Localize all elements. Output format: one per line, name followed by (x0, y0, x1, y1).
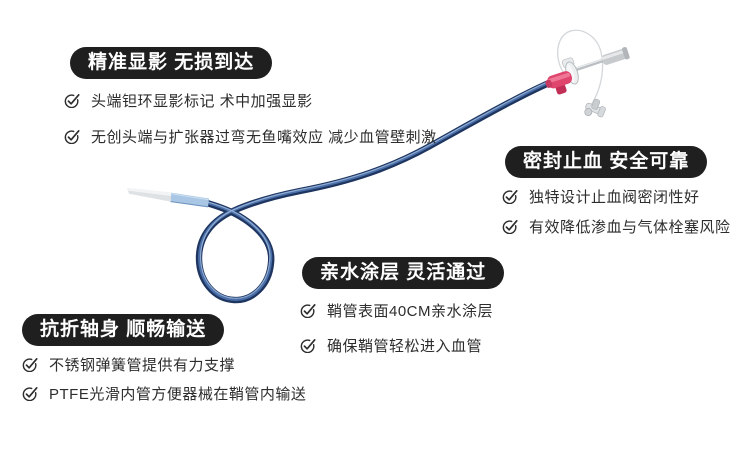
feature-badge-kink-resistant: 抗折轴身 顺畅输送 (22, 314, 225, 346)
catheter-shaft-loop (195, 76, 560, 304)
feature-bullet: 鞘管表面40CM亲水涂层 (300, 299, 493, 321)
check-circle-icon (22, 358, 38, 372)
hydrophilic-segment (169, 192, 209, 208)
feature-text: 无创头端与扩张器过弯无鱼嘴效应 减少血管壁刺激 (91, 128, 437, 146)
feature-badge-radiopaque: 精准显影 无损到达 (70, 47, 273, 79)
check-circle-icon (22, 387, 38, 401)
feature-bullet: 有效降低渗血与气体栓塞风险 (502, 215, 731, 237)
feature-text: 不锈钢弹簧管提供有力支撑 (49, 356, 236, 374)
hub-flange (561, 57, 579, 85)
check-circle-icon (64, 93, 80, 108)
feature-bullet: 独特设计止血阀密闭性好 (502, 185, 700, 207)
three-way-stopcock (584, 98, 606, 118)
feature-text: 有效降低渗血与气体栓塞风险 (529, 218, 731, 236)
feature-text: 头端钽环显影标记 术中加强显影 (91, 92, 313, 110)
feature-text: PTFE光滑内管方便器械在鞘管内输送 (49, 385, 307, 403)
check-circle-icon (64, 130, 80, 144)
feature-bullet: 不锈钢弹簧管提供有力支撑 (22, 353, 235, 375)
check-circle-icon (502, 190, 518, 204)
feature-bullet: 确保鞘管轻松进入血管 (300, 334, 482, 356)
check-circle-icon (300, 304, 316, 318)
check-circle-icon (300, 339, 316, 353)
feature-badge-hemostasis: 密封止血 安全可靠 (505, 146, 708, 178)
feature-text: 确保鞘管轻松进入血管 (327, 337, 483, 355)
feature-text: 鞘管表面40CM亲水涂层 (327, 302, 494, 320)
feature-bullet: 无创头端与扩张器过弯无鱼嘴效应 减少血管壁刺激 (64, 125, 437, 147)
sheath-hub (545, 71, 573, 95)
feature-text: 独特设计止血阀密闭性好 (529, 188, 700, 206)
feature-bullet: PTFE光滑内管方便器械在鞘管内输送 (22, 382, 306, 404)
feature-badge-hydrophilic: 亲水涂层 灵活通过 (302, 257, 505, 289)
side-port-tube (557, 29, 604, 111)
dilator-hub (601, 47, 630, 65)
feature-bullet: 头端钽环显影标记 术中加强显影 (64, 89, 313, 111)
catheter-tip (127, 188, 171, 202)
check-circle-icon (502, 220, 518, 234)
